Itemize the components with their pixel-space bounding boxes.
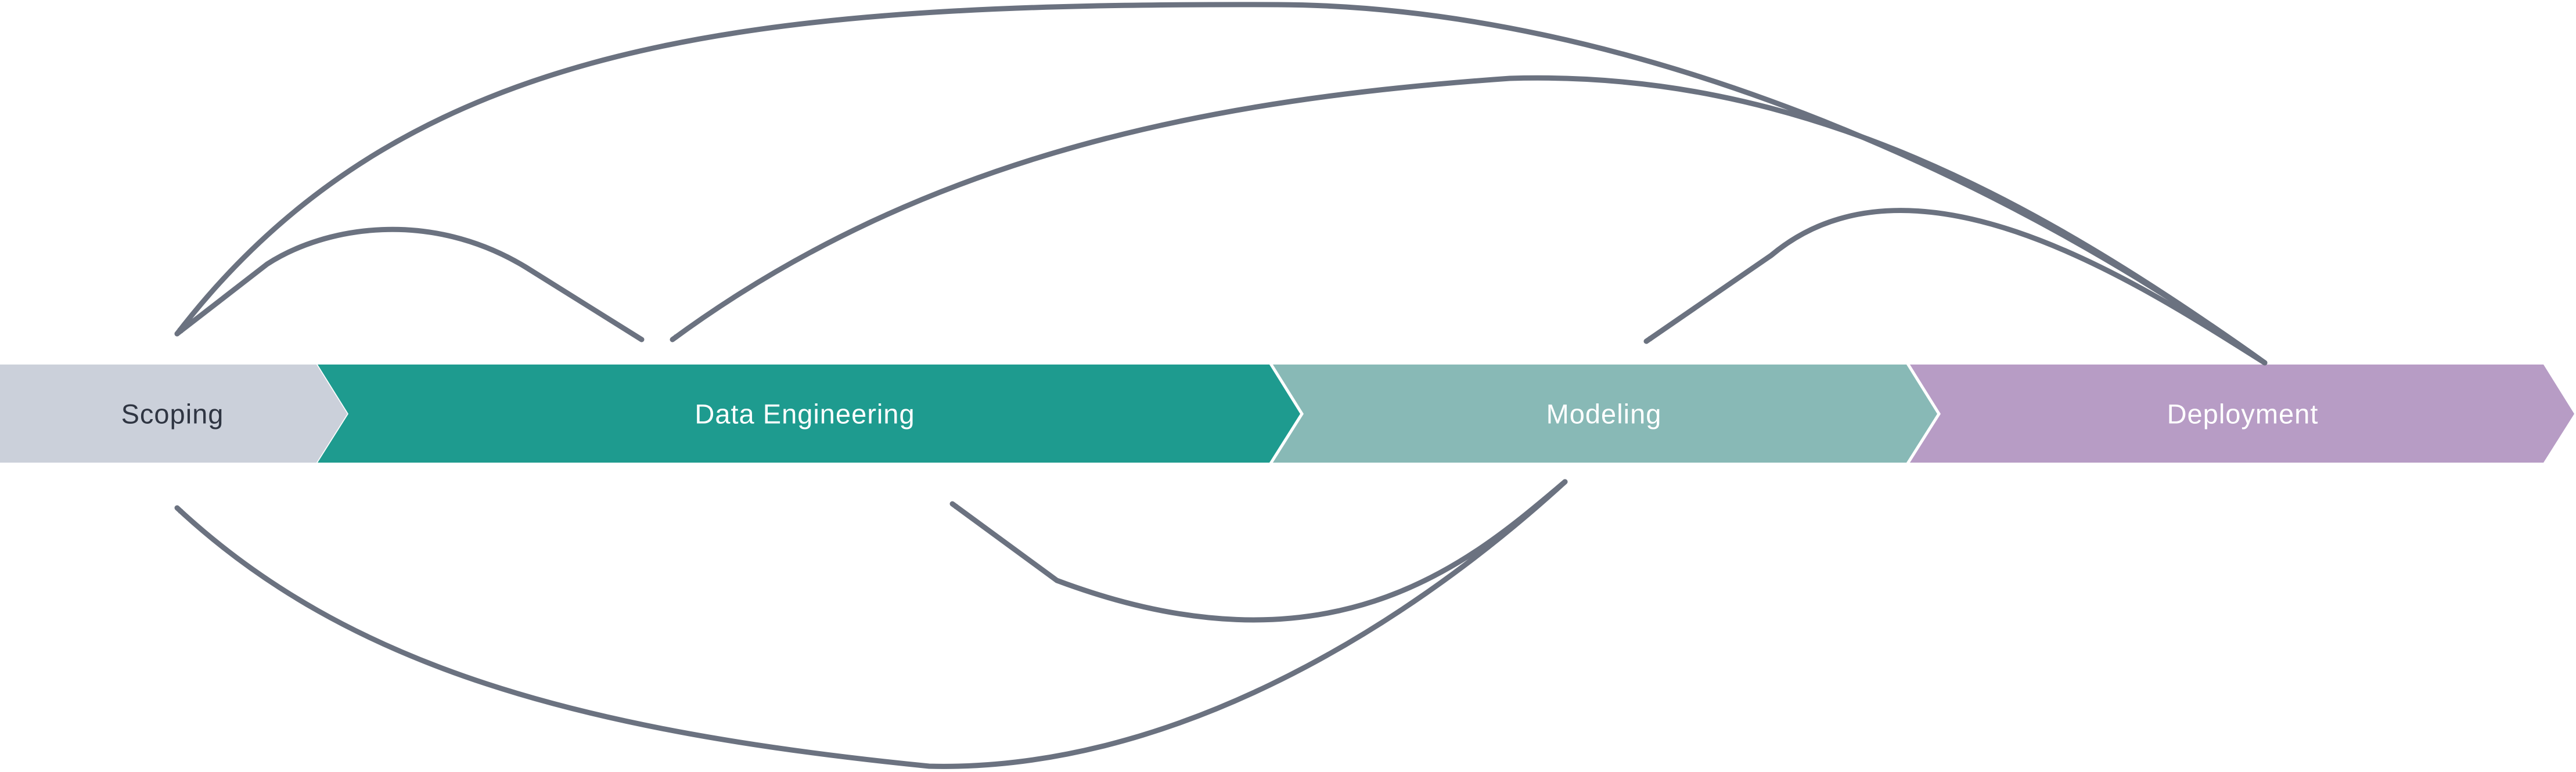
stage-scoping: Scoping bbox=[0, 365, 347, 463]
stage-label-deployment: Deployment bbox=[2167, 399, 2319, 430]
stage-modeling: Modeling bbox=[1273, 365, 1937, 463]
arrow-deployment-to-modeling bbox=[1643, 208, 2268, 366]
stage-data-engineering: Data Engineering bbox=[318, 365, 1300, 463]
stage-shape-data-engineering bbox=[318, 365, 1300, 463]
arrow-deployment-to-data-engineering bbox=[670, 75, 2268, 366]
stage-shape-modeling bbox=[1273, 365, 1937, 463]
arrow-modeling-to-data-engineering bbox=[949, 479, 1568, 623]
stage-label-modeling: Modeling bbox=[1546, 399, 1662, 430]
stage-label-data-engineering: Data Engineering bbox=[695, 399, 915, 430]
arrow-modeling-to-scoping bbox=[174, 479, 1568, 769]
arrow-data-engineering-to-scoping bbox=[174, 226, 645, 342]
stage-bar: Scoping Data Engineering Modeling Deploy… bbox=[0, 365, 2574, 463]
stage-shape-deployment bbox=[1910, 365, 2574, 463]
feedback-arrows bbox=[174, 2, 2268, 769]
stage-deployment: Deployment bbox=[1910, 365, 2574, 463]
arrow-deployment-to-scoping bbox=[174, 2, 2268, 366]
stage-label-scoping: Scoping bbox=[121, 399, 224, 430]
stage-shape-scoping bbox=[0, 365, 347, 463]
